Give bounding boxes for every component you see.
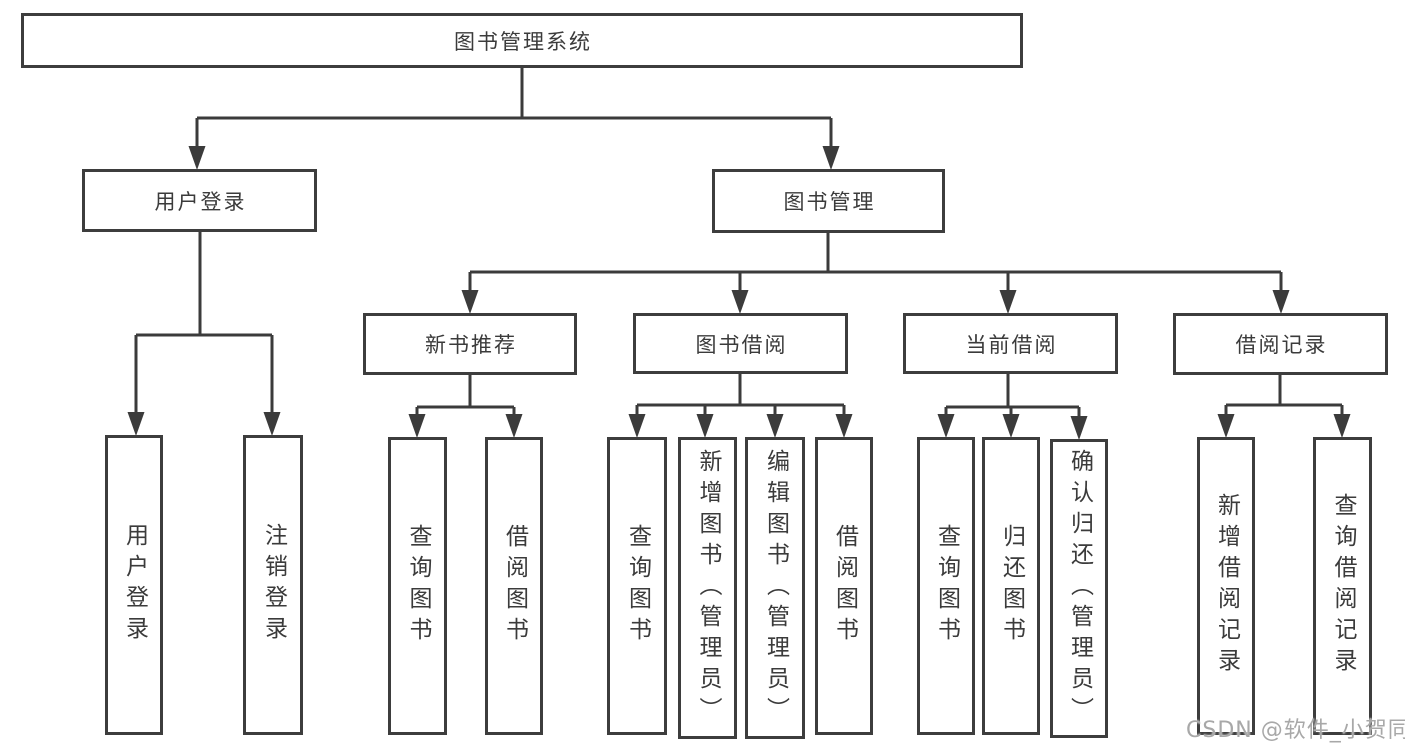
node-label: 借阅图书 [831, 524, 858, 648]
node-label: 当前借阅 [965, 332, 1058, 357]
arrowhead [835, 414, 853, 438]
node-label: 新增借阅记录 [1213, 493, 1240, 679]
arrowhead [1002, 414, 1020, 438]
arrowhead [1272, 290, 1290, 314]
node-label: 查询图书 [933, 524, 960, 648]
leaf-query-books: 查询图书 [607, 437, 667, 735]
arrowhead [999, 290, 1017, 314]
node-label: 注销登录 [260, 523, 287, 647]
leaf-edit-books-admin: 编辑图书（管理员） [745, 437, 805, 739]
arrowhead [127, 412, 145, 436]
node-book-borrow: 图书借阅 [633, 313, 848, 374]
arrowhead [1070, 416, 1088, 440]
arrowhead [1333, 414, 1351, 438]
arrowhead [1217, 414, 1235, 438]
node-book-management: 图书管理 [712, 169, 945, 233]
connector-book-management [468, 231, 1283, 293]
node-label: 编辑图书（管理员） [762, 448, 789, 728]
node-borrow-record: 借阅记录 [1173, 313, 1388, 375]
watermark: CSDN @软件_小贺同学 [1186, 718, 1405, 743]
arrowhead [766, 414, 784, 438]
arrowhead [188, 146, 206, 170]
node-label: 图书管理系统 [454, 29, 592, 54]
node-label: 图书管理 [783, 190, 876, 214]
node-label: 借阅记录 [1235, 333, 1328, 357]
node-label: 新书推荐 [425, 333, 517, 357]
node-label: 查询图书 [624, 524, 651, 648]
node-user-login: 用户登录 [82, 169, 317, 232]
node-label: 确认归还（管理员） [1066, 449, 1093, 728]
arrowhead [628, 414, 646, 438]
arrowhead [937, 414, 955, 438]
connector-current-borrow [944, 371, 1081, 419]
node-label: 图书借阅 [695, 332, 788, 357]
node-label: 用户登录 [154, 189, 247, 214]
leaf-query-books: 查询图书 [388, 437, 447, 735]
connector-borrow-record [1224, 373, 1344, 417]
node-label: 查询图书 [405, 524, 431, 648]
arrowhead [263, 412, 281, 436]
arrowhead [408, 414, 426, 438]
node-current-borrow: 当前借阅 [903, 313, 1118, 374]
arrowhead [696, 414, 714, 438]
node-label: 新增图书（管理员） [695, 448, 721, 728]
leaf-borrow-books: 借阅图书 [485, 437, 543, 735]
leaf-user-login: 用户登录 [105, 435, 163, 735]
connector-user-login [134, 230, 274, 415]
leaf-borrow-books: 借阅图书 [815, 437, 873, 735]
leaf-return-books: 归还图书 [982, 437, 1040, 735]
connector-new-book-recommend [415, 373, 516, 417]
node-label: 归还图书 [998, 524, 1025, 648]
connector-root [195, 66, 833, 149]
leaf-add-borrow-record: 新增借阅记录 [1197, 437, 1255, 735]
leaf-query-books: 查询图书 [917, 437, 975, 735]
arrowhead [461, 290, 479, 314]
leaf-confirm-return-admin: 确认归还（管理员） [1050, 439, 1108, 738]
node-label: 用户登录 [121, 523, 148, 647]
leaf-add-books-admin: 新增图书（管理员） [678, 437, 737, 739]
node-new-book-recommend: 新书推荐 [363, 313, 577, 375]
leaf-logout: 注销登录 [243, 435, 303, 735]
node-library-management-system: 图书管理系统 [21, 13, 1023, 68]
node-label: 查询借阅记录 [1330, 493, 1356, 679]
leaf-query-borrow-record: 查询借阅记录 [1313, 437, 1372, 735]
arrowhead [822, 146, 840, 170]
arrowhead [731, 290, 749, 314]
connector-book-borrow [635, 371, 846, 417]
node-label: 借阅图书 [501, 524, 528, 648]
arrowhead [505, 414, 523, 438]
